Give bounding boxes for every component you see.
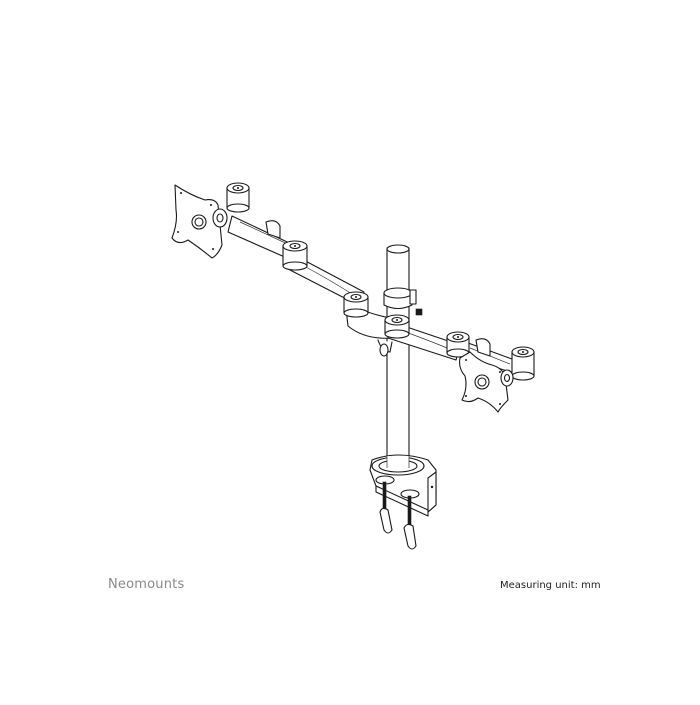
left-arm-joint-1 [226, 182, 250, 213]
left-arm [226, 182, 369, 318]
left-arm-joint-3 [343, 291, 369, 318]
brand-label: Neomounts [108, 577, 185, 592]
right-arm-joint-3 [511, 346, 535, 381]
right-arm [384, 314, 535, 381]
left-vesa-plate [171, 184, 228, 259]
measuring-unit-label: Measuring unit: mm [500, 580, 601, 591]
right-arm-joint-2 [446, 331, 470, 358]
pole [383, 244, 423, 464]
right-arm-joint-1 [384, 314, 410, 339]
desk-clamp [369, 454, 437, 550]
right-vesa-plate [459, 351, 514, 413]
left-arm-joint-2 [282, 240, 308, 271]
